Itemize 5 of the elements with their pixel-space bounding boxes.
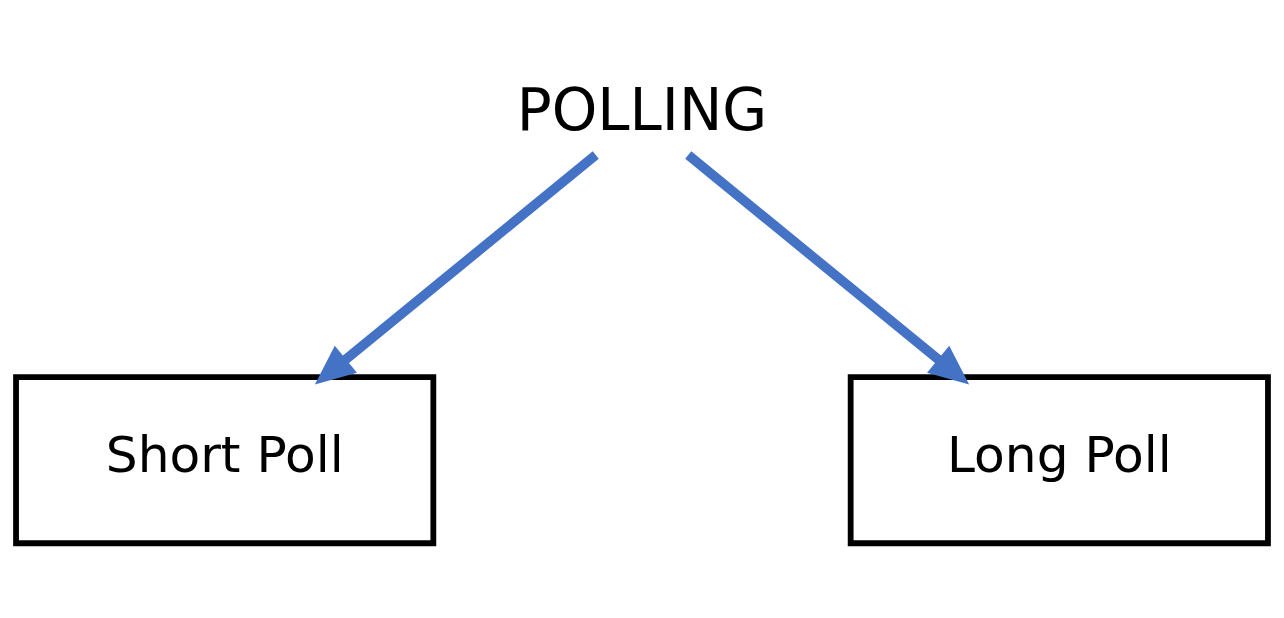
arrow xyxy=(685,150,970,385)
arrow xyxy=(314,150,599,385)
node-box: Long Poll xyxy=(847,373,1271,546)
node-box: Short Poll xyxy=(13,373,437,546)
node-text: POLLING xyxy=(516,75,768,144)
